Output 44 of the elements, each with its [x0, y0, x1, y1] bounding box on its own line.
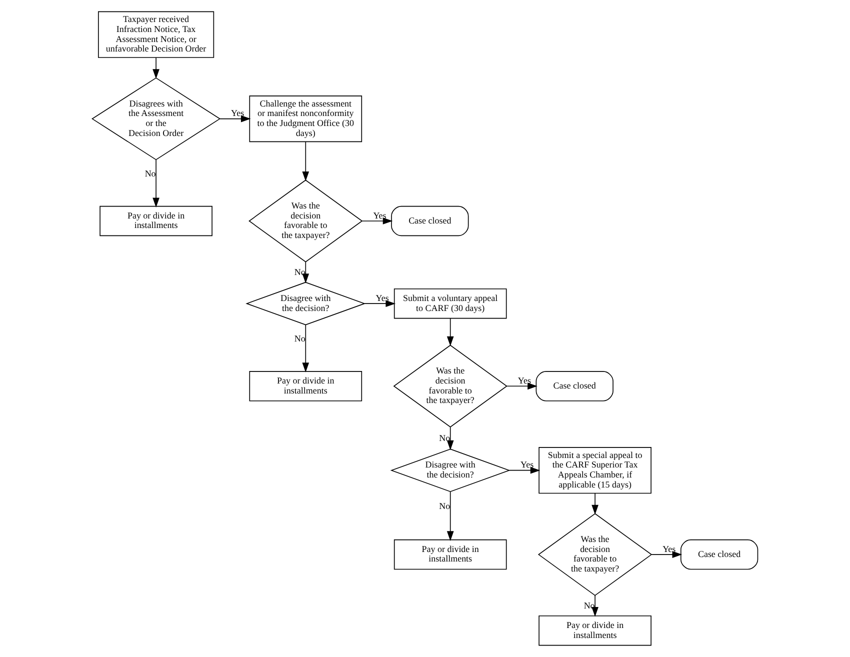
arrow	[302, 324, 310, 372]
arrow	[592, 595, 598, 617]
node-diamond: Was the decision favorable to the taxpayer?	[248, 180, 363, 262]
arrow	[152, 57, 160, 79]
arrow	[302, 262, 310, 284]
node-box: Pay or divide in installments	[394, 539, 507, 570]
node-box: Case closed	[391, 206, 469, 236]
edge-label: No	[294, 267, 306, 278]
node-diamond: Disagrees with the Assessment or the Decision Order	[92, 77, 221, 160]
node-box: Pay or divide in installments	[100, 206, 212, 236]
node-box: Submit a special appeal to the CARF Superior Tax Appeals Chamber, if applicable (15 days)	[538, 447, 652, 494]
node-diamond: Disagree with the decision?	[246, 282, 366, 326]
arrow	[302, 141, 310, 182]
edge-label: Yes	[662, 544, 676, 554]
edge-label: Yes	[518, 376, 531, 386]
node-box: Pay or divide in installments	[538, 615, 652, 646]
edge-label: No	[144, 168, 156, 178]
arrow	[446, 318, 454, 346]
node-box: Taxpayer received Infraction Notice, Tax Assessment Notice, or unfavorable Decision Order	[98, 11, 214, 58]
edge-label: Yes	[373, 210, 386, 220]
arrow	[592, 492, 598, 515]
node-box: Submit a voluntary appeal to CARF (30 days)	[394, 288, 507, 319]
node-box: Challenge the assessment or manifest nonconformity to the Judgment Office (30 days)	[249, 96, 362, 142]
arrow	[446, 426, 454, 450]
edge-label: Yes	[520, 460, 534, 470]
node-diamond: Disagree with the decision?	[390, 448, 510, 492]
arrow	[362, 218, 393, 224]
edge-label: No	[439, 501, 450, 512]
arrow	[506, 382, 538, 390]
node-box: Pay or divide in installments	[249, 371, 362, 402]
arrow	[220, 115, 251, 122]
node-diamond: Was the decision favorable to the taxpayer?	[393, 344, 508, 428]
edge-label: Yes	[231, 108, 244, 118]
edge-label: No	[294, 333, 306, 344]
node-box: Case closed	[680, 539, 758, 570]
node-diamond: Was the decision favorable to the taxpayer?	[538, 513, 652, 596]
edge-label: Yes	[376, 292, 389, 303]
arrow	[364, 300, 396, 307]
arrow	[509, 466, 540, 474]
node-box: Case closed	[536, 371, 614, 402]
arrow	[152, 159, 160, 208]
arrow	[446, 491, 454, 541]
arrow	[651, 551, 682, 558]
edge-label: No	[439, 433, 450, 444]
